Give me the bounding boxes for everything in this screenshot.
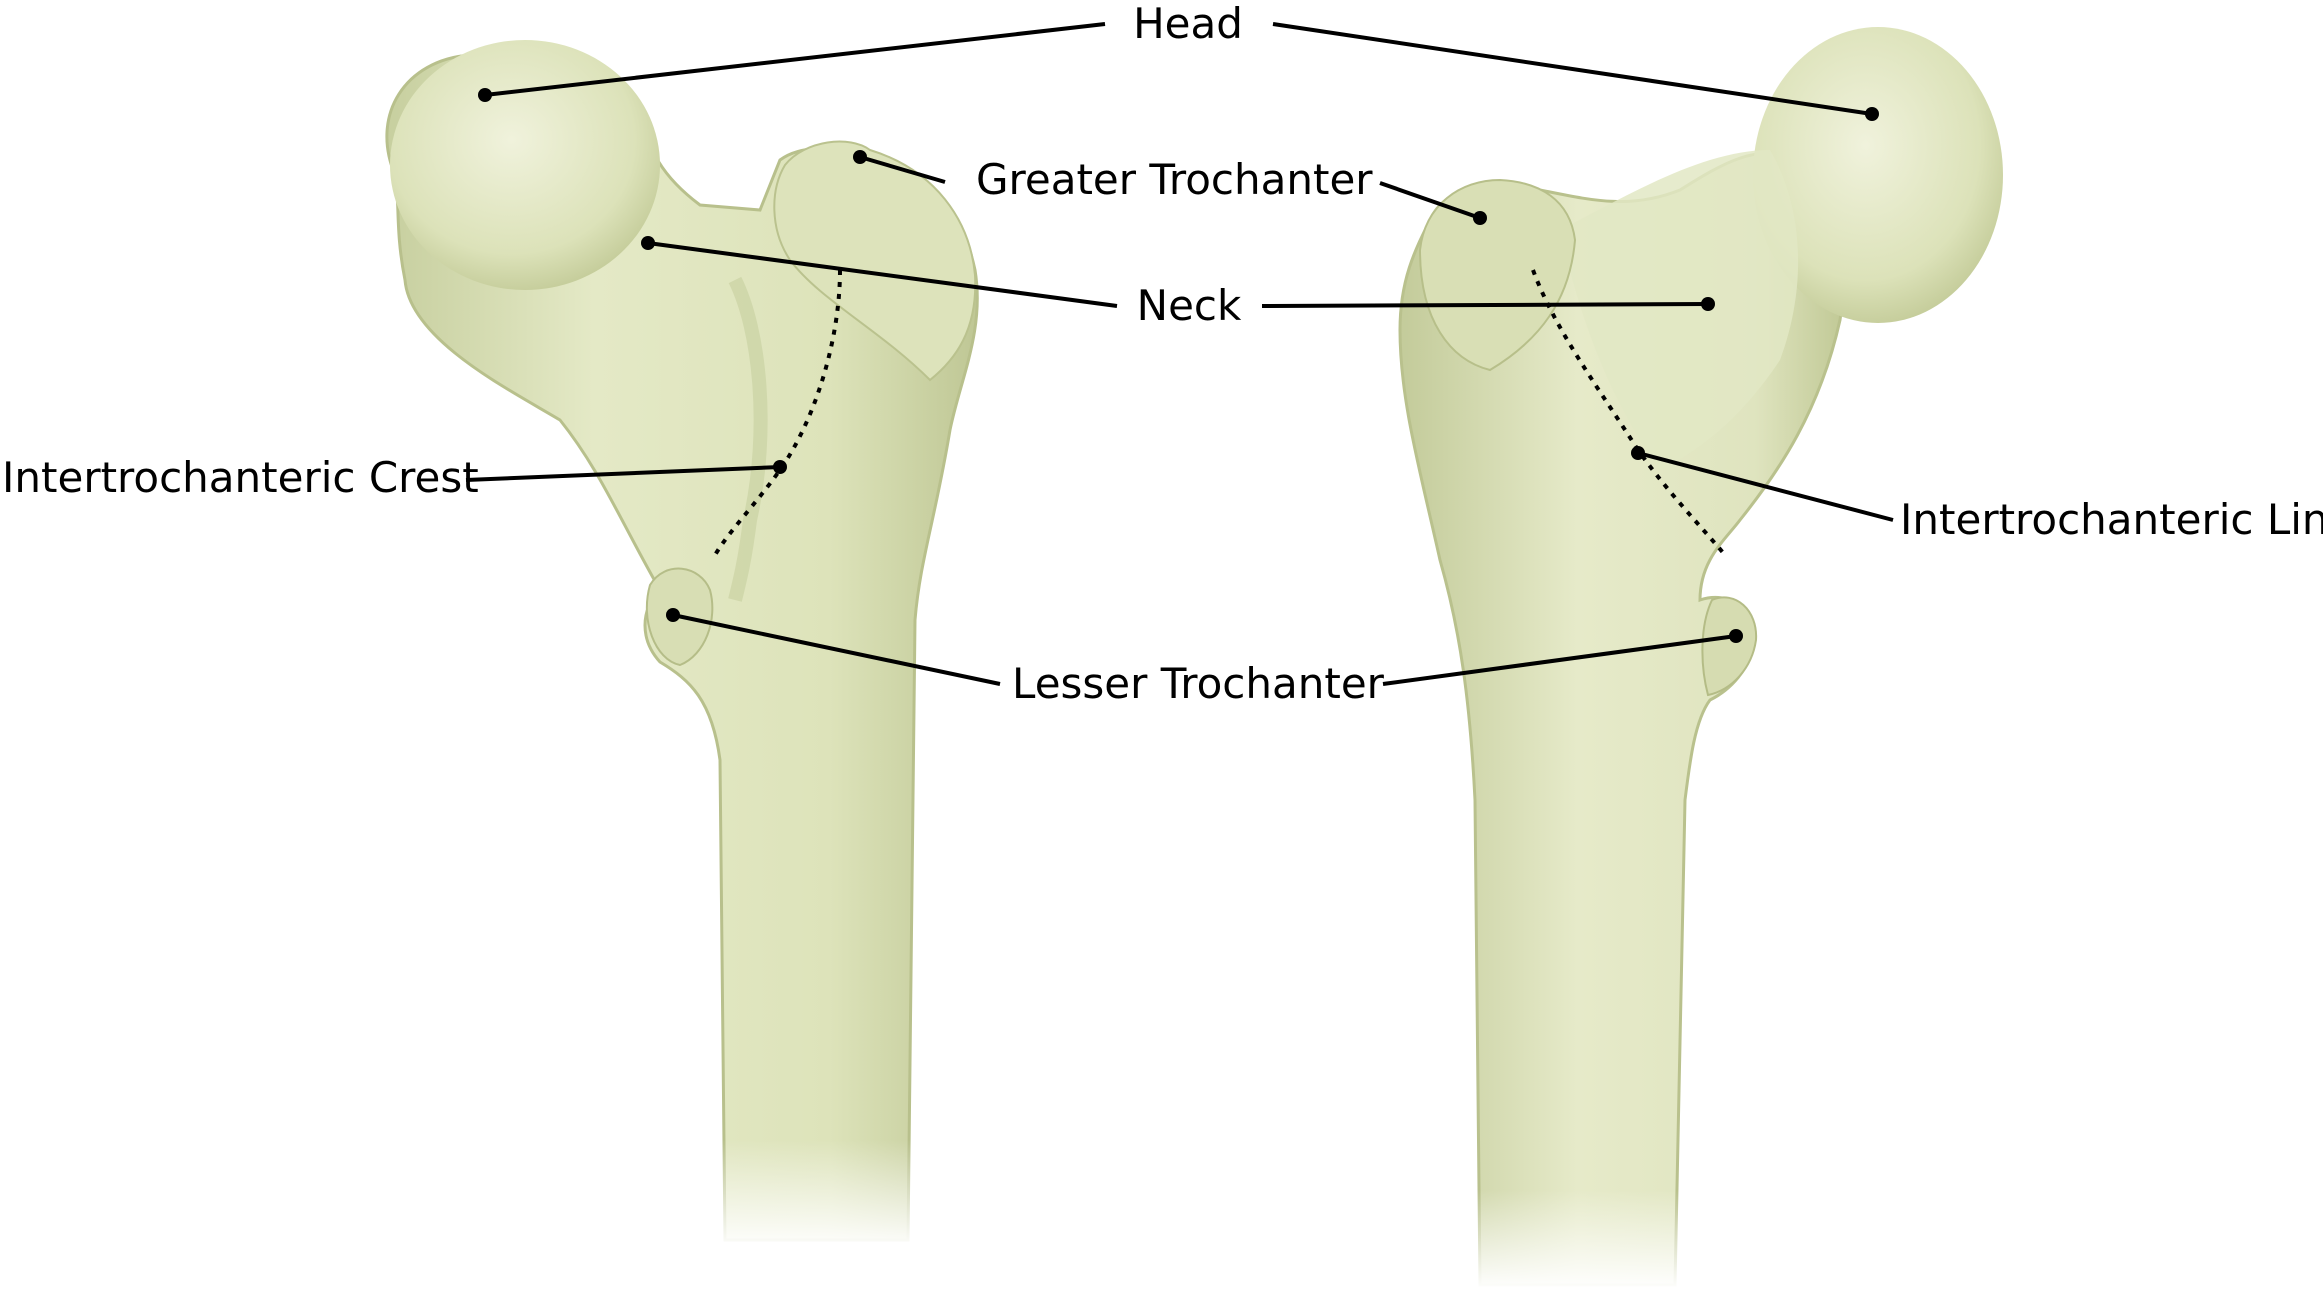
femur-anterior-lesser-trochanter: [1702, 597, 1756, 695]
label-intertrochanteric-crest: Intertrochanteric Crest: [2, 453, 479, 502]
head-point-right: [1865, 107, 1879, 121]
lesser-trochanter-point-right: [1729, 629, 1743, 643]
greater-trochanter-point-left: [853, 150, 867, 164]
label-head: Head: [1133, 0, 1243, 48]
head-leader-right: [1273, 24, 1872, 114]
femur-posterior-view: [387, 40, 977, 1250]
neck-point-right: [1701, 297, 1715, 311]
femur-anterior-fade: [1460, 1190, 1700, 1290]
line-point: [1631, 446, 1645, 460]
neck-leader-right: [1262, 304, 1708, 306]
head-point-left: [478, 88, 492, 102]
label-neck: Neck: [1137, 281, 1242, 330]
crest-point: [773, 460, 787, 474]
femur-posterior-head: [390, 40, 660, 290]
lesser-trochanter-point-left: [666, 608, 680, 622]
label-lesser-trochanter: Lesser Trochanter: [1012, 659, 1385, 708]
femur-posterior-fade: [690, 1140, 940, 1250]
label-greater-trochanter: Greater Trochanter: [976, 155, 1373, 204]
femur-anterior-view: [1400, 27, 2003, 1290]
neck-point-left: [641, 236, 655, 250]
label-intertrochanteric-line: Intertrochanteric Line: [1900, 495, 2323, 544]
greater-trochanter-point-right: [1473, 211, 1487, 225]
